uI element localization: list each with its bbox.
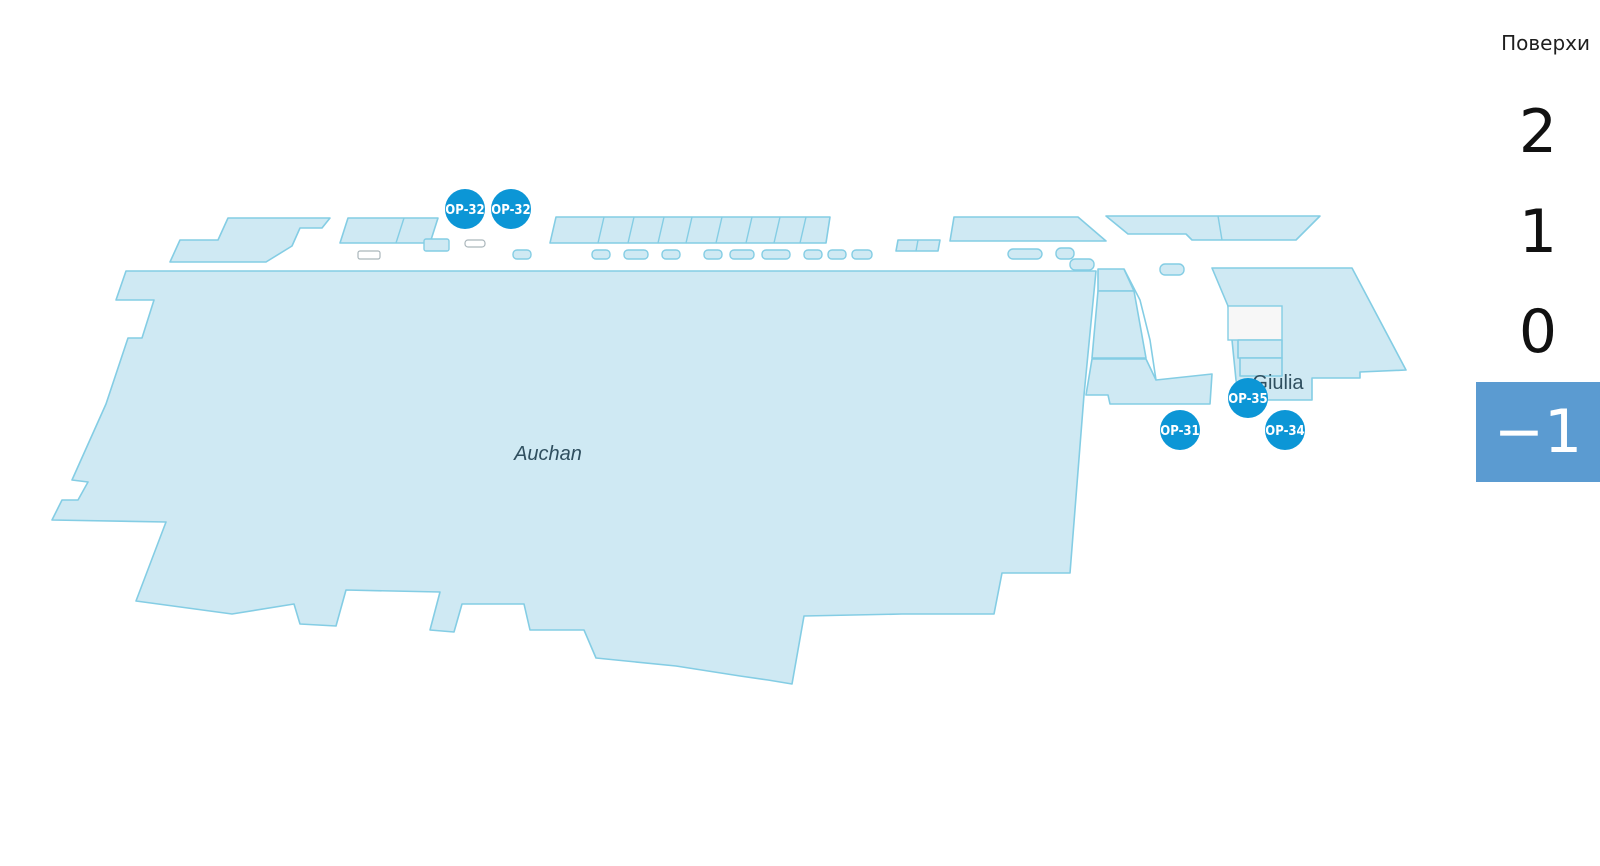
marker-op-32-second[interactable]: OP-32 xyxy=(491,189,531,229)
shop-unit[interactable] xyxy=(1105,215,1321,241)
shop-unit[interactable] xyxy=(1239,357,1283,377)
auchan-store[interactable] xyxy=(51,270,1097,685)
floor-button-minus-1[interactable]: −1 xyxy=(1476,382,1600,482)
svg-text:OP-34: OP-34 xyxy=(1265,424,1304,439)
shop-unit[interactable] xyxy=(1091,290,1147,359)
floor-map[interactable]: Auchan Giulia OP-32 OP-32 OP-35 OP-31 OP… xyxy=(0,0,1470,866)
kiosk[interactable] xyxy=(464,239,486,248)
shop-unit[interactable] xyxy=(895,239,941,252)
kiosk[interactable] xyxy=(512,249,532,260)
kiosk[interactable] xyxy=(851,249,873,260)
auchan-label: Auchan xyxy=(513,443,582,465)
floor-button-0[interactable]: 0 xyxy=(1518,297,1558,367)
kiosk[interactable] xyxy=(357,250,381,260)
kiosk[interactable] xyxy=(623,249,649,260)
shop-unit[interactable] xyxy=(339,217,439,244)
shop-unit[interactable] xyxy=(1085,358,1213,405)
floor-button-2[interactable]: 2 xyxy=(1518,97,1558,167)
kiosk[interactable] xyxy=(1069,258,1095,271)
floor-button-1[interactable]: 1 xyxy=(1518,197,1558,267)
kiosk[interactable] xyxy=(661,249,681,260)
marker-op-35[interactable]: OP-35 xyxy=(1228,378,1268,418)
kiosk[interactable] xyxy=(827,249,847,260)
shop-unit[interactable] xyxy=(1227,305,1283,341)
floor-selector-title: Поверхи xyxy=(1501,31,1590,55)
svg-text:OP-35: OP-35 xyxy=(1228,392,1267,407)
kiosk[interactable] xyxy=(1007,248,1043,260)
shop-row[interactable] xyxy=(549,216,831,244)
kiosk[interactable] xyxy=(729,249,755,260)
kiosk[interactable] xyxy=(591,249,611,260)
kiosk[interactable] xyxy=(1159,263,1185,276)
shop-unit[interactable] xyxy=(949,216,1107,242)
marker-op-31[interactable]: OP-31 xyxy=(1160,410,1200,450)
kiosk[interactable] xyxy=(803,249,823,260)
kiosk[interactable] xyxy=(703,249,723,260)
marker-op-34[interactable]: OP-34 xyxy=(1265,410,1305,450)
shop-unit[interactable] xyxy=(1237,339,1283,359)
kiosk[interactable] xyxy=(423,238,450,252)
marker-op-32[interactable]: OP-32 xyxy=(445,189,485,229)
kiosk[interactable] xyxy=(1055,247,1075,260)
svg-text:OP-32: OP-32 xyxy=(491,203,530,218)
floor-list: 2 1 0 −1 xyxy=(1476,82,1600,482)
shop-unit[interactable] xyxy=(1097,268,1135,292)
floor-selector: Поверхи 2 1 0 −1 xyxy=(1476,24,1600,482)
shop-unit[interactable] xyxy=(169,217,331,263)
svg-text:OP-32: OP-32 xyxy=(445,203,484,218)
kiosk[interactable] xyxy=(761,249,791,260)
svg-text:OP-31: OP-31 xyxy=(1160,424,1199,439)
